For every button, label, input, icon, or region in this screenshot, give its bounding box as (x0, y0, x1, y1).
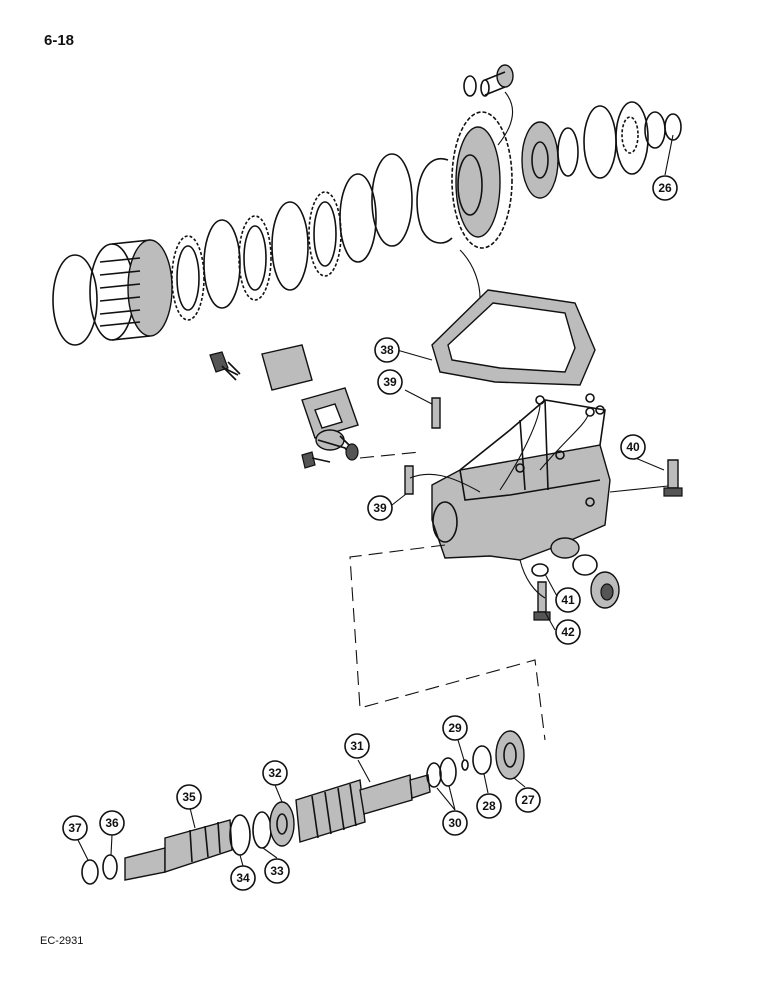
snap-ring-left (52, 254, 98, 346)
washer-36 (102, 854, 118, 880)
output-shaft (124, 819, 233, 881)
sensor-fitting (315, 429, 359, 461)
svg-text:29: 29 (448, 721, 462, 735)
bearing-32 (269, 801, 295, 847)
steel-plate-4 (371, 153, 413, 247)
callout-40: 40 (620, 434, 646, 460)
drain-plug (590, 571, 620, 609)
housing-bolt (663, 459, 683, 497)
thrust-washer (557, 127, 579, 177)
seal-washer (531, 563, 549, 577)
small-balls (535, 393, 605, 417)
svg-text:31: 31 (350, 739, 364, 753)
top-pin (480, 64, 514, 97)
callout-41: 41 (555, 587, 581, 613)
gearbox-housing (431, 399, 611, 561)
needle-bearing-drum (89, 239, 173, 341)
callout-36: 36 (99, 810, 125, 836)
steel-plate-1 (203, 219, 241, 309)
svg-text:26: 26 (658, 181, 672, 195)
dashed-guide-lower (349, 544, 546, 741)
clutch-pack-assembly (52, 64, 682, 346)
svg-text:28: 28 (482, 799, 496, 813)
callout-34: 34 (230, 865, 256, 891)
lock-washer (615, 101, 649, 175)
o-ring (572, 554, 598, 576)
svg-text:27: 27 (521, 793, 535, 807)
callout-28: 28 (476, 793, 502, 819)
callout-39-lower: 39 (367, 495, 393, 521)
snap-ring-middle (416, 157, 453, 244)
steel-plate-2 (271, 201, 309, 291)
callout-32: 32 (262, 760, 288, 786)
spacer-34 (229, 814, 251, 856)
svg-text:32: 32 (268, 766, 282, 780)
svg-text:35: 35 (182, 790, 196, 804)
svg-text:33: 33 (270, 864, 284, 878)
clutch-hub (521, 121, 559, 199)
svg-text:38: 38 (380, 343, 394, 357)
svg-text:41: 41 (561, 593, 575, 607)
dowel-pin-lower (404, 465, 414, 495)
steel-plate-3 (339, 173, 377, 263)
input-shaft (295, 774, 431, 843)
retaining-ring (583, 105, 617, 179)
callout-37: 37 (62, 815, 88, 841)
callout-26: 26 (652, 175, 678, 201)
friction-plate-1 (171, 235, 205, 321)
svg-text:42: 42 (561, 625, 575, 639)
washer-28 (472, 745, 492, 775)
svg-text:37: 37 (68, 821, 82, 835)
cover-plate (261, 344, 313, 391)
dowel-pin-upper (431, 397, 441, 429)
snap-ring-37 (81, 859, 99, 885)
ring-33 (252, 811, 272, 849)
svg-text:39: 39 (373, 501, 387, 515)
bearing-27 (495, 730, 525, 780)
shaft-assembly (81, 730, 525, 885)
adapter-plate (301, 387, 359, 439)
svg-text:34: 34 (236, 871, 250, 885)
svg-text:36: 36 (105, 816, 119, 830)
housing-bolt-lower (533, 581, 551, 621)
callout-38: 38 (374, 337, 400, 363)
dashed-guide-upper (359, 451, 421, 459)
cover-bolt (209, 351, 241, 381)
callout-42: 42 (555, 619, 581, 645)
page-number: 6-18 (44, 32, 75, 49)
cover-plate-group (209, 344, 359, 469)
callout-30: 30 (442, 810, 468, 836)
svg-text:30: 30 (448, 816, 462, 830)
circlip-29 (461, 759, 469, 771)
figure-code: EC-2931 (40, 935, 84, 947)
svg-text:39: 39 (383, 375, 397, 389)
dowel-pins (404, 397, 441, 495)
washer-30b (439, 757, 457, 787)
friction-plate-2 (238, 215, 272, 301)
svg-text:40: 40 (626, 440, 640, 454)
callout-29: 29 (442, 715, 468, 741)
callout-31: 31 (344, 733, 370, 759)
callout-33: 33 (264, 858, 290, 884)
circlip (664, 113, 682, 141)
callout-39-upper: 39 (377, 369, 403, 395)
callout-27: 27 (515, 787, 541, 813)
clutch-gear (451, 111, 513, 249)
fitting-bolt (301, 451, 331, 469)
top-washer (463, 75, 477, 97)
callout-35: 35 (176, 784, 202, 810)
gasket (431, 289, 596, 386)
washer-30a (426, 762, 442, 788)
